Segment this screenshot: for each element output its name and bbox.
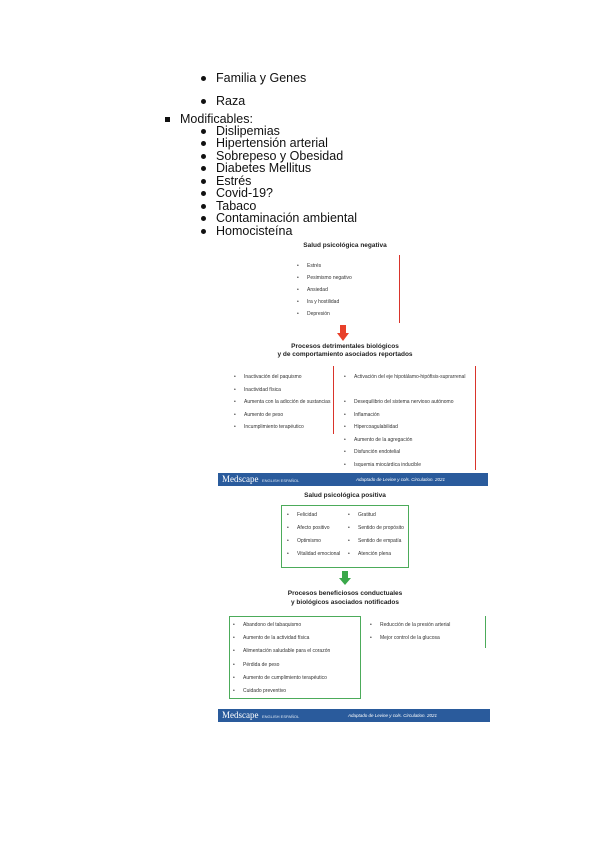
beneficial-right-box: [366, 616, 486, 648]
process-title: y biológicos asociados notificados: [291, 599, 399, 606]
list-item: Hipertensión arterial: [216, 136, 328, 150]
beneficial-item: Aumento de cumplimiento terapéutico: [233, 675, 327, 681]
bullet-dot: [201, 216, 206, 221]
detrimental-item: Desequilibrio del sistema nervioso autón…: [344, 399, 453, 405]
list-item: Contaminación ambiental: [216, 211, 358, 225]
detrimental-left-box: [230, 366, 334, 434]
list-item: Covid-19?: [216, 186, 273, 200]
bullet-dot: [201, 99, 206, 104]
negative-item: Depresión: [297, 311, 330, 317]
positive-item: Sentido de propósito: [348, 525, 404, 531]
detrimental-item: Isquemia miocárdica inducible: [344, 462, 421, 468]
source-credit: Adaptado de Levine y cols. Circulation. …: [348, 713, 438, 718]
detrimental-item: Aumenta con la adicción de sustancias: [234, 399, 331, 405]
beneficial-item: Aumento de la actividad física: [233, 635, 310, 641]
process-title: Procesos beneficiosos conductuales: [287, 590, 403, 597]
positive-factors-box: [281, 505, 409, 568]
detrimental-item: Activación del eje hipotálamo-hipófisis-…: [344, 374, 465, 380]
list-item: Tabaco: [216, 199, 257, 213]
list-item: Dislipemias: [216, 124, 280, 138]
negative-item: Pesimismo negativo: [297, 275, 352, 281]
bullet-dot: [201, 154, 206, 159]
bullet-dot: [201, 129, 206, 134]
positive-item: Sentido de empatía: [348, 538, 401, 544]
detrimental-item: Inflamación: [344, 412, 379, 418]
process-title: y de comportamiento asociados reportados: [277, 351, 413, 358]
figure-title: Salud psicológica negativa: [303, 242, 387, 249]
source-banner: Medscape ENGLISH ESPAÑOL Adaptado de Lev…: [218, 473, 488, 486]
beneficial-item: Cuidado preventivo: [233, 688, 286, 694]
positive-item: Gratitud: [348, 512, 376, 518]
negative-factors-box: [290, 255, 400, 323]
bullet-square: [165, 117, 170, 122]
figure-title: Salud psicológica positiva: [304, 492, 386, 499]
bullet-dot: [201, 141, 206, 146]
arrow-down-icon: [339, 571, 351, 585]
positive-item: Atención plena: [348, 551, 391, 557]
bullet-dot: [201, 166, 206, 171]
positive-item: Afecto positivo: [287, 525, 329, 531]
medscape-logo-sub: ENGLISH ESPAÑOL: [262, 478, 300, 483]
medscape-logo: Medscape: [222, 710, 259, 720]
positive-item: Optimismo: [287, 538, 321, 544]
detrimental-item: Inactivación del paquismo: [234, 374, 301, 380]
negative-item: Ansiedad: [297, 287, 328, 293]
list-item: Diabetes Mellitus: [216, 161, 312, 175]
bullet-dot: [201, 179, 206, 184]
positive-item: Felicidad: [287, 512, 317, 518]
detrimental-item: Aumento de la agregación: [344, 437, 412, 443]
detrimental-item: Disfunción endotelial: [344, 449, 400, 455]
beneficial-item: Abandono del tabaquismo: [233, 622, 301, 628]
list-item: Raza: [216, 94, 246, 108]
medscape-logo-sub: ENGLISH ESPAÑOL: [262, 714, 300, 719]
list-item: Sobrepeso y Obesidad: [216, 149, 344, 163]
list-heading-modificables: Modificables:: [180, 112, 253, 126]
detrimental-item: Aumento de peso: [234, 412, 283, 418]
beneficial-item: Reducción de la presión arterial: [370, 622, 450, 628]
process-title: Procesos detrimentales biológicos: [291, 343, 399, 350]
list-item: Homocisteína: [216, 224, 293, 238]
list-item: Familia y Genes: [216, 71, 307, 85]
negative-item: Ira y hostilidad: [297, 299, 339, 305]
detrimental-item: Inactividad física: [234, 387, 281, 393]
positive-item: Vitalidad emocional: [287, 551, 340, 557]
bullet-dot: [201, 191, 206, 196]
beneficial-item: Alimentación saludable para el corazón: [233, 648, 330, 654]
negative-item: Estrés: [297, 263, 321, 269]
beneficial-left-box: [229, 616, 361, 699]
bullet-dot: [201, 76, 206, 81]
source-credit: Adaptado de Levine y cols. Circulation. …: [356, 477, 446, 482]
list-item: Estrés: [216, 174, 252, 188]
source-banner: Medscape ENGLISH ESPAÑOL Adaptado de Lev…: [218, 709, 490, 722]
detrimental-item: Incumplimiento terapéutico: [234, 424, 304, 430]
medscape-logo: Medscape: [222, 474, 259, 484]
bullet-dot: [201, 229, 206, 234]
bullet-dot: [201, 204, 206, 209]
detrimental-item: Hipercoagulabilidad: [344, 424, 398, 430]
detrimental-right-box: [340, 366, 476, 470]
beneficial-item: Mejor control de la glucosa: [370, 635, 440, 641]
beneficial-item: Pérdida de peso: [233, 662, 280, 668]
arrow-down-icon: [337, 325, 349, 341]
